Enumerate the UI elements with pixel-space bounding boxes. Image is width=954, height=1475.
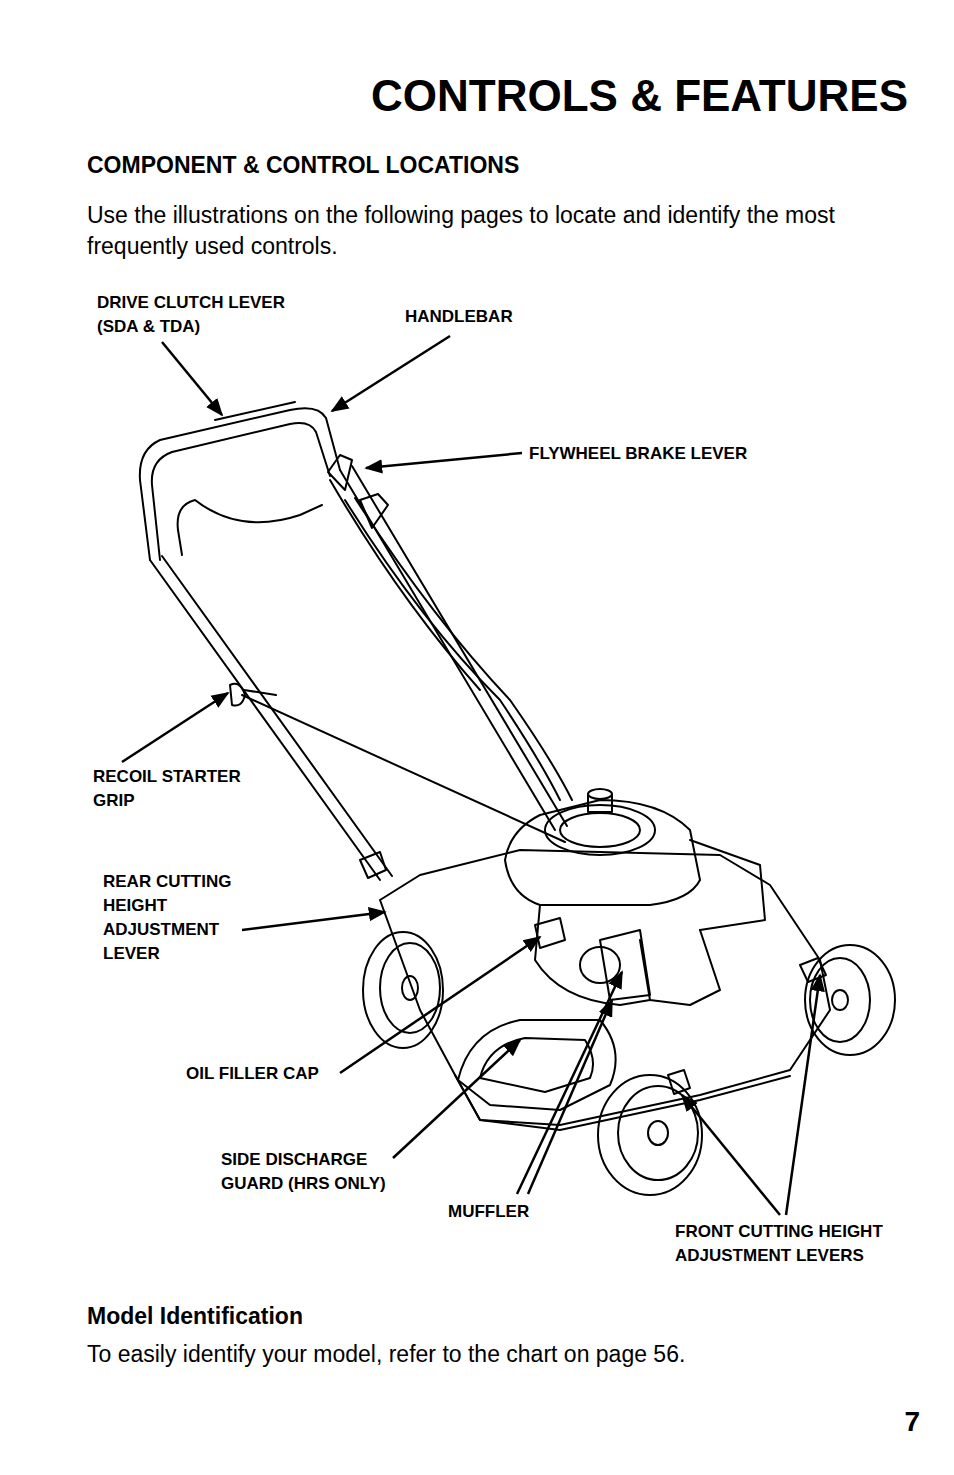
part-label: RECOIL STARTER GRIP [93, 765, 273, 813]
part-label: SIDE DISCHARGE GUARD (HRS ONLY) [221, 1148, 421, 1196]
page-title: CONTROLS & FEATURES [371, 70, 908, 123]
part-label: OIL FILLER CAP [186, 1062, 386, 1086]
page-number: 7 [880, 1405, 920, 1439]
subheading: Model Identification [87, 1303, 687, 1331]
part-label: FRONT CUTTING HEIGHT ADJUSTMENT LEVERS [675, 1220, 925, 1268]
section-heading: COMPONENT & CONTROL LOCATIONS [87, 152, 907, 180]
part-label: HANDLEBAR [405, 305, 605, 329]
part-label: FLYWHEEL BRAKE LEVER [529, 442, 829, 466]
part-label: DRIVE CLUTCH LEVER (SDA & TDA) [97, 291, 312, 339]
body-text: To easily identify your model, refer to … [87, 1341, 917, 1369]
part-label: REAR CUTTING HEIGHT ADJUSTMENT LEVER [103, 870, 241, 966]
part-label: MUFFLER [448, 1200, 598, 1224]
intro-text: Use the illustrations on the following p… [87, 200, 897, 262]
